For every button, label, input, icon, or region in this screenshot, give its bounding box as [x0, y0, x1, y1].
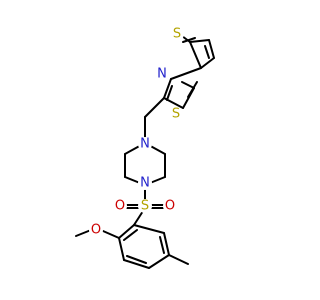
aryl-methyl-group	[168, 254, 189, 265]
oxygen-atom-sulfonyl-right: O	[165, 199, 175, 214]
nitrogen-atom-piperazine-top: N	[140, 137, 150, 152]
sulfur-atom-thiazole: S	[172, 107, 180, 122]
atom-labels: S N S N N S O O O	[89, 27, 184, 238]
sulfur-atom-thiophene: S	[173, 27, 181, 42]
thiophene-ring	[177, 32, 215, 69]
methoxy-group	[75, 229, 120, 239]
oxygen-atom-methoxy: O	[91, 223, 101, 238]
nitrogen-atom-piperazine-bottom: N	[140, 176, 150, 191]
molecule-structure: S N S N N S O O O	[75, 27, 215, 269]
nitrogen-atom-thiazole: N	[157, 67, 167, 82]
thiazole-ring	[163, 67, 202, 109]
sulfur-atom-sulfonyl: S	[141, 199, 149, 214]
oxygen-atom-sulfonyl-left: O	[115, 199, 125, 214]
benzene-ring	[118, 224, 170, 269]
